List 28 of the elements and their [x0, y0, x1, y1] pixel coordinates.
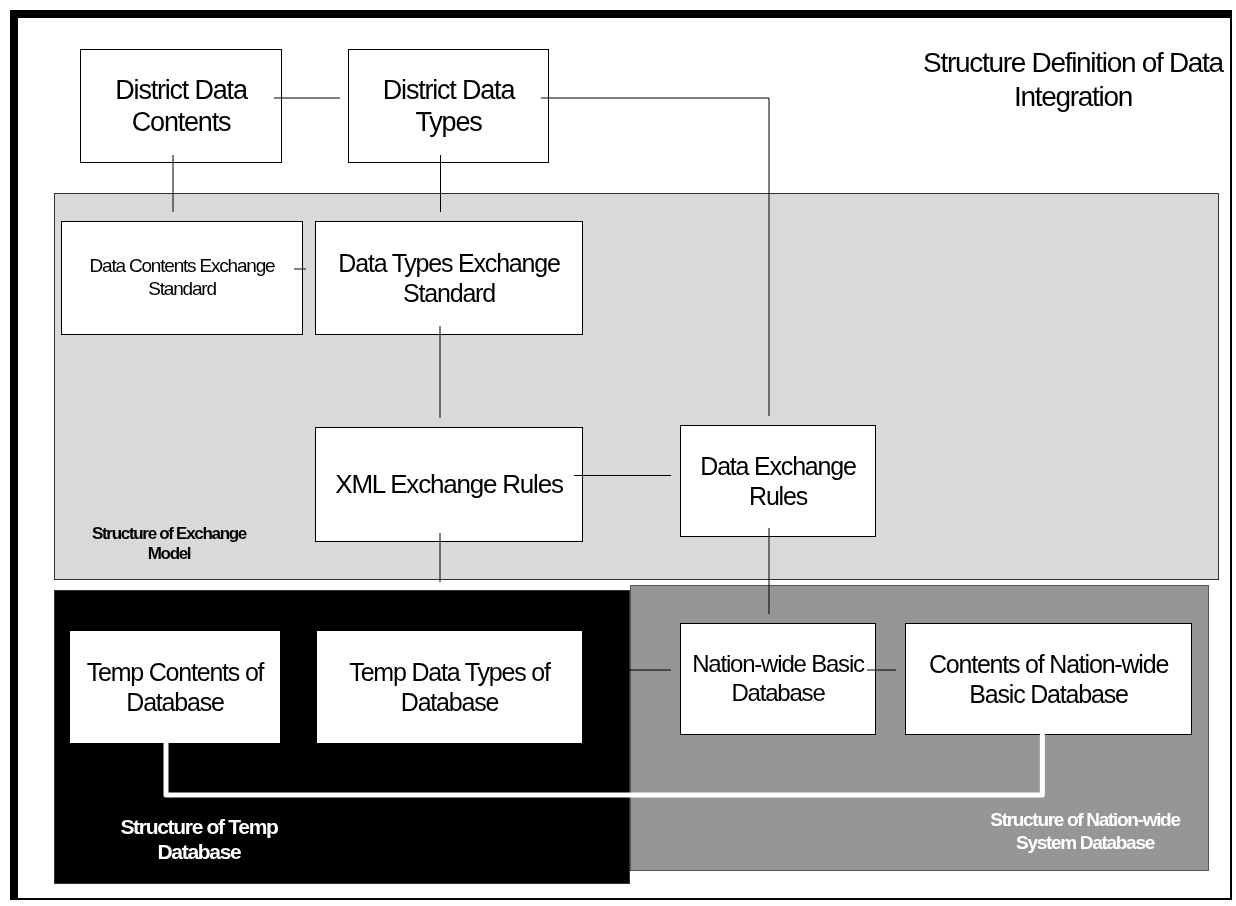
group-panel — [630, 585, 1209, 871]
process-box: Temp Contents of Database — [69, 630, 281, 744]
diagram-frame — [10, 10, 1232, 900]
process-box: Data Contents Exchange Standard — [61, 221, 303, 335]
connector-line — [768, 527, 770, 615]
connector-line — [439, 532, 441, 583]
connector-line — [540, 97, 770, 417]
connector-line — [172, 154, 174, 213]
process-box: District Data Contents — [80, 49, 282, 163]
process-box: Temp Data Types of Database — [316, 630, 583, 744]
process-box: Nation-wide Basic Database — [680, 623, 876, 735]
group-label: Structure of Nation-wide System Database — [989, 809, 1182, 855]
process-box: Data Types Exchange Standard — [315, 221, 583, 335]
connector-line — [573, 475, 672, 476]
group-panel — [54, 590, 630, 884]
process-box: Contents of Nation-wide Basic Database — [905, 623, 1192, 735]
connector-line — [439, 325, 441, 419]
process-box: XML Exchange Rules — [315, 427, 583, 542]
process-box: District Data Types — [348, 49, 549, 163]
group-label: Structure of Exchange Model — [90, 524, 248, 565]
connector-line — [866, 669, 897, 671]
group-label: Structure of Temp Database — [119, 814, 279, 865]
process-box: Data Exchange Rules — [680, 425, 876, 537]
diagram-heading: Structure Definition of Data Integration — [923, 46, 1223, 114]
connector-line — [273, 97, 341, 99]
connector-line — [440, 154, 441, 213]
group-panel — [54, 193, 1219, 580]
connector-line — [293, 268, 307, 270]
